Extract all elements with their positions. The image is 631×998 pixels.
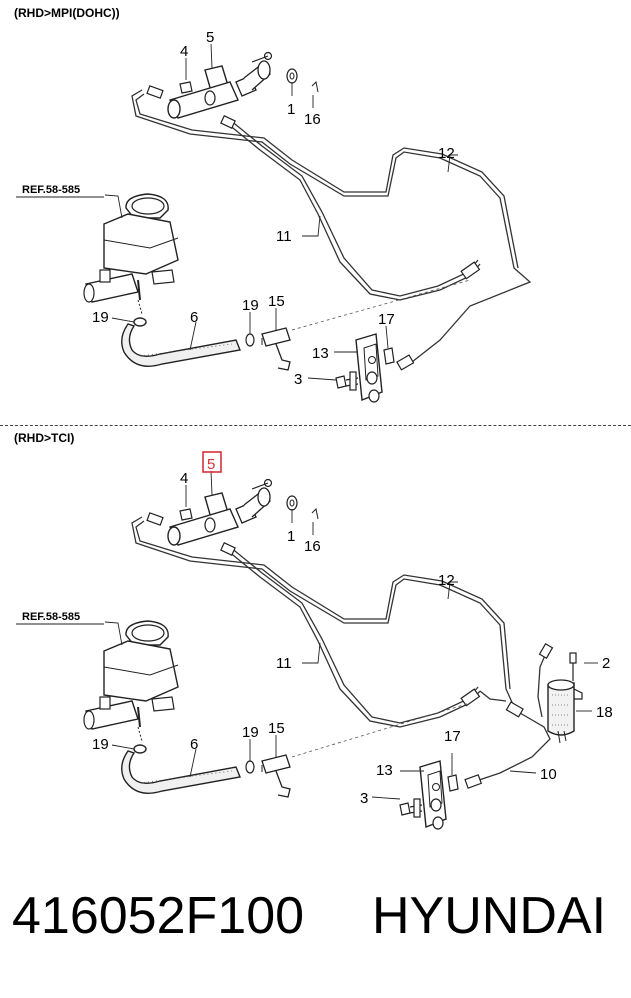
callout-top-12: 12 <box>438 145 455 162</box>
callout-bottom-3: 3 <box>360 790 368 807</box>
callout-bottom-19a: 19 <box>92 736 109 753</box>
top-assembly: REF.58-585 4 5 1 16 12 11 19 6 19 15 17 … <box>16 29 532 403</box>
callout-bottom-16: 16 <box>304 538 321 555</box>
callout-bottom-2: 2 <box>602 655 610 672</box>
callout-bottom-13: 13 <box>376 762 393 779</box>
callout-top-13: 13 <box>312 345 329 362</box>
callout-bottom-10: 10 <box>540 766 557 783</box>
pipe-lines-top <box>131 89 532 371</box>
callout-bottom-19b: 19 <box>242 724 259 741</box>
section-title-tci: (RHD>TCI) <box>14 431 75 445</box>
callout-bottom-1: 1 <box>287 528 295 545</box>
section-title-mpi: (RHD>MPI(DOHC)) <box>14 6 120 20</box>
callout-bottom-4: 4 <box>180 470 188 487</box>
callout-top-1: 1 <box>287 101 295 118</box>
callout-top-5: 5 <box>206 29 214 46</box>
callout-top-4: 4 <box>180 43 188 60</box>
callout-top-16: 16 <box>304 111 321 128</box>
callout-top-15: 15 <box>268 293 285 310</box>
callout-top-17: 17 <box>378 311 395 328</box>
callout-bottom-6: 6 <box>190 736 198 753</box>
brand-name: HYUNDAI <box>372 887 607 945</box>
callout-top-19b: 19 <box>242 297 259 314</box>
callout-bottom-5-highlighted: 5 <box>207 456 215 473</box>
ref-label: REF.58-585 <box>22 184 80 196</box>
callout-bottom-17: 17 <box>444 728 461 745</box>
part-number: 416052F100 <box>12 887 305 945</box>
callout-top-11: 11 <box>276 228 292 245</box>
callout-top-6: 6 <box>190 309 198 326</box>
callout-bottom-18: 18 <box>596 704 613 721</box>
highlight-box <box>202 451 222 473</box>
callout-bottom-11: 11 <box>276 655 292 672</box>
section-divider <box>0 425 631 426</box>
callout-bottom-12: 12 <box>438 572 455 589</box>
pipe-lines-bottom <box>131 516 554 789</box>
damper-18 <box>547 652 583 744</box>
callout-bottom-15: 15 <box>268 720 285 737</box>
callout-top-19a: 19 <box>92 309 109 326</box>
callout-top-3: 3 <box>294 371 302 388</box>
ref-label-bottom: REF.58-585 <box>22 611 80 623</box>
bottom-assembly: REF.58-585 4 5 1 16 12 11 2 18 19 6 19 1… <box>16 451 613 830</box>
